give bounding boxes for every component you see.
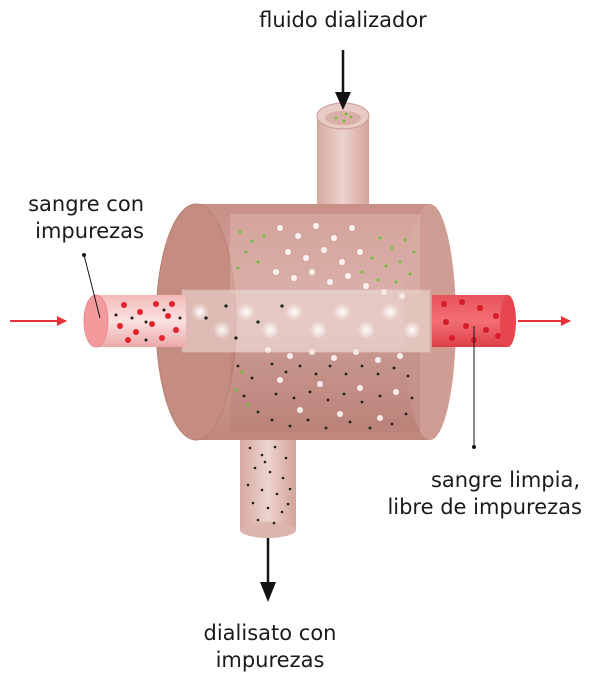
blood-inner-tube xyxy=(182,290,430,352)
fluid-in-arrow xyxy=(335,50,351,110)
dialysate-out-arrow xyxy=(260,538,276,602)
blood-inlet-line1: sangre con xyxy=(6,191,144,218)
blood-outlet-label: sangre limpia, libre de impurezas xyxy=(360,467,582,521)
fluid-inlet-label: fluido dializador xyxy=(243,7,443,34)
dialysate-outlet-line1: dialisato con xyxy=(160,620,380,647)
blood-inlet-line2: impurezas xyxy=(6,218,144,245)
blood-inlet-label: sangre con impurezas xyxy=(6,191,144,245)
blood-outlet-line1: sangre limpia, xyxy=(360,467,582,494)
dialysate-outlet-label: dialisato con impurezas xyxy=(160,620,380,674)
blood-inlet-pipe xyxy=(84,295,186,347)
fluid-inlet-text: fluido dializador xyxy=(243,7,443,34)
dialysate-outlet-line2: impurezas xyxy=(160,647,380,674)
blood-outlet-line2: libre de impurezas xyxy=(360,494,582,521)
